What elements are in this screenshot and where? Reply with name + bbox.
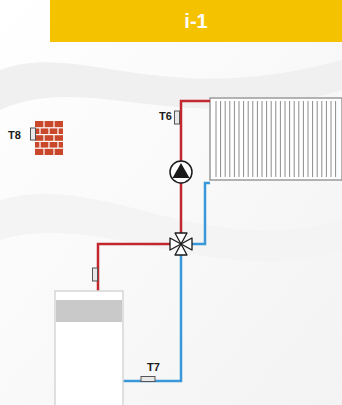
radiator-fin (289, 101, 290, 177)
return-pipe (123, 254, 181, 381)
radiator-fin (271, 101, 272, 177)
radiator-fin (331, 101, 332, 177)
radiator-fin (312, 101, 313, 177)
supply-pipe (180, 183, 183, 234)
radiator-fin (275, 101, 276, 177)
return-pipe (191, 183, 210, 244)
supply-pipe (98, 244, 171, 291)
background-swoosh (0, 194, 342, 262)
radiator-fin (252, 101, 253, 177)
label-holder: T7 (147, 362, 160, 373)
radiator-fin (303, 101, 304, 177)
radiator-fin (285, 101, 286, 177)
radiator-fin (298, 101, 299, 177)
radiator-fin (220, 101, 221, 177)
label-holder: T8 (8, 130, 21, 141)
sensor-label: T6 (159, 111, 172, 122)
circulation-pump (170, 161, 192, 183)
radiator-fin (243, 101, 244, 177)
title-holder: i-1 (50, 0, 342, 42)
mixing-valve (170, 233, 192, 255)
boiler (55, 291, 123, 405)
radiator-fin (225, 101, 226, 177)
radiator-fin (234, 101, 235, 177)
radiator-fin (294, 101, 295, 177)
radiator-fin (266, 101, 267, 177)
radiator-fin (257, 101, 258, 177)
outdoor-sensor (31, 128, 36, 140)
return-sensor (141, 377, 155, 382)
radiator-fin (335, 101, 336, 177)
title-banner (50, 0, 342, 42)
radiator-fin (262, 101, 263, 177)
boiler-sensor (93, 268, 98, 281)
supply-sensor (175, 111, 180, 124)
radiator-fin (321, 101, 322, 177)
radiator-fin (216, 101, 217, 177)
outdoor-wall-icon (35, 121, 63, 155)
radiator-fin (326, 101, 327, 177)
label-holder: T6 (159, 111, 172, 122)
radiator-fin (239, 101, 240, 177)
radiator-fin (229, 101, 230, 177)
radiator-fin (280, 101, 281, 177)
sensor-label: T8 (8, 130, 21, 141)
radiator-fin (317, 101, 318, 177)
radiator-fin (248, 101, 249, 177)
radiator (210, 98, 342, 180)
radiator-fin (308, 101, 309, 177)
sensor-label: T7 (147, 362, 160, 373)
diagram-title: i-1 (184, 11, 207, 31)
supply-pipe (181, 101, 210, 161)
